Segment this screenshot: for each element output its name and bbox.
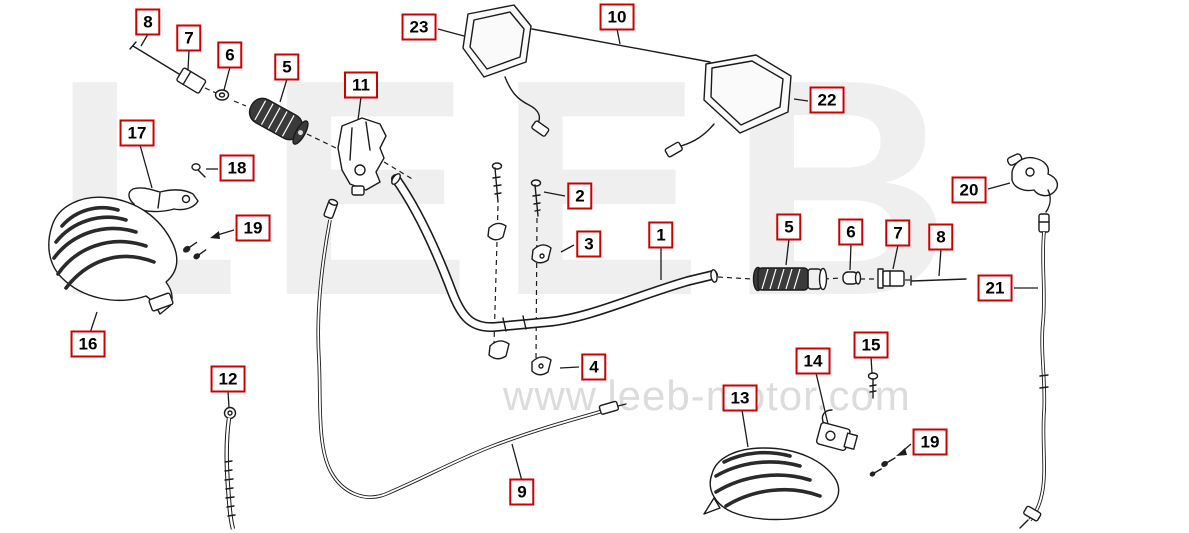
watermark-url: www.leeb-motor.com (503, 372, 911, 419)
callout-19-26: 19 (912, 428, 948, 456)
strap-12 (223, 406, 237, 530)
callout-16-20: 16 (70, 330, 106, 358)
bushing-left (176, 67, 207, 94)
callout-12-21: 12 (210, 365, 246, 393)
clamp-bolts (491, 162, 542, 217)
bolt-15 (867, 372, 879, 399)
callout-6-2: 6 (217, 41, 243, 69)
callout-19-10: 19 (235, 214, 271, 242)
brake-bracket-14 (815, 409, 859, 452)
screws-19-right (869, 457, 896, 477)
callout-5-14: 5 (776, 213, 802, 241)
callout-5-3: 5 (274, 53, 300, 81)
callout-11-4: 11 (344, 71, 378, 99)
brake-lever-left (128, 187, 199, 213)
callout-17-8: 17 (119, 119, 155, 147)
callout-7-16: 7 (885, 219, 911, 247)
callout-8-17: 8 (928, 223, 954, 251)
mirror-right (664, 54, 792, 158)
mirror-left (462, 4, 550, 137)
hand-guard-right (703, 447, 840, 521)
grip-left (248, 97, 309, 145)
callout-23-5: 23 (401, 13, 437, 41)
handlebar (391, 173, 718, 333)
callout-20-18: 20 (951, 176, 987, 204)
callout-1-13: 1 (648, 221, 674, 249)
callout-9-27: 9 (509, 478, 535, 506)
screws-19-left (183, 241, 207, 260)
cable-right (1019, 213, 1050, 529)
callout-6-15: 6 (838, 218, 864, 246)
switch-housing (337, 117, 387, 196)
callout-14-23: 14 (795, 347, 831, 375)
hand-guard-left (48, 196, 178, 315)
bushing-right (877, 268, 905, 289)
mirror-pair-line (531, 28, 711, 63)
callout-8-0: 8 (135, 8, 161, 36)
callout-7-1: 7 (176, 24, 202, 52)
callout-2-11: 2 (567, 182, 593, 210)
pin-18 (191, 163, 206, 178)
callout-18-9: 18 (219, 154, 255, 182)
throttle-lever-assembly (1006, 153, 1059, 213)
callout-22-7: 22 (809, 86, 845, 114)
spacer-right (842, 271, 862, 285)
rod-right (910, 275, 967, 286)
callout-15-24: 15 (853, 331, 889, 359)
callout-21-19: 21 (977, 274, 1013, 302)
callout-4-22: 4 (581, 353, 607, 381)
cable-bottom (316, 198, 627, 499)
callout-3-12: 3 (576, 230, 602, 258)
clamp-lower (488, 340, 552, 376)
clamp-upper (487, 222, 552, 264)
washer-left (214, 89, 230, 101)
grip-right (752, 266, 828, 292)
callout-13-25: 13 (722, 384, 758, 412)
rod-left (129, 41, 180, 75)
callout-10-6: 10 (599, 3, 635, 31)
leader-lines (89, 28, 1038, 482)
